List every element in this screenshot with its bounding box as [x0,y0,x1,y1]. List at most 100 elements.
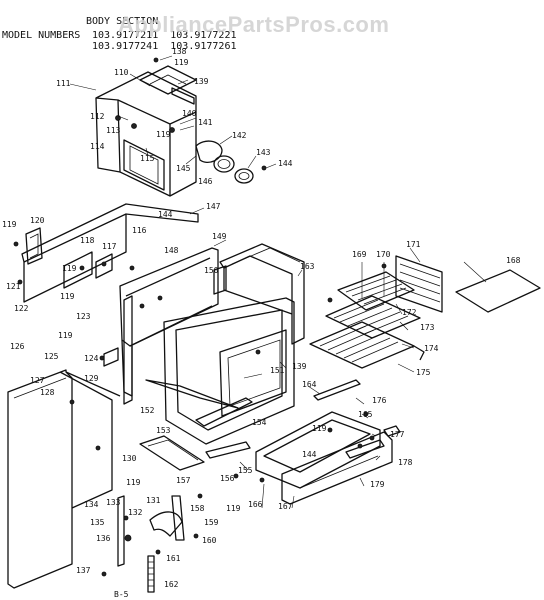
callout-151: 151 [270,366,285,375]
callout-153: 153 [156,426,171,435]
callout-140: 140 [182,109,197,118]
callout-178: 178 [398,458,413,467]
callout-124: 124 [84,354,99,363]
model-numbers-line-2: 103.9177241 103.9177261 [92,41,237,52]
callout-118: 118 [80,236,95,245]
callout-148: 148 [164,246,179,255]
callout-144-top: 144 [278,159,293,168]
screws-and-fasteners [99,297,375,483]
range-body-frame [103,247,219,405]
callout-168: 168 [506,256,521,265]
callout-132: 132 [128,508,143,517]
callout-115: 115 [140,154,155,163]
callout-145: 145 [176,164,191,173]
callout-121: 121 [6,282,21,291]
left-side-panel [7,369,121,589]
callout-173: 173 [420,323,435,332]
model-numbers-label: MODEL NUMBERS [2,30,81,41]
callout-169: 169 [352,250,367,259]
callout-135: 135 [90,518,105,527]
callout-130: 130 [122,454,137,463]
page-number: B-5 [114,590,129,599]
callout-137: 137 [76,566,91,575]
oven-racks-and-broiler [309,271,425,369]
callout-113: 113 [106,126,121,135]
callout-119-upper: 119 [156,130,171,139]
callout-129: 129 [84,374,99,383]
callout-179: 179 [370,480,385,489]
callout-152: 152 [140,406,155,415]
callout-166: 166 [248,500,263,509]
callout-119-rear: 119 [62,264,77,273]
callout-139-mid: 139 [292,362,307,371]
section-title: BODY SECTION [86,16,159,27]
callout-161: 161 [166,554,181,563]
oven-cavity-liner [213,243,305,345]
rack-support-assembly [361,255,443,313]
callout-131: 131 [146,496,161,505]
callout-158: 158 [190,504,205,513]
callout-136: 136 [96,534,111,543]
callout-176: 176 [372,396,387,405]
callout-146: 146 [198,177,213,186]
callout-119-rear-left: 119 [2,220,17,229]
callout-125: 125 [44,352,59,361]
callout-134: 134 [84,500,99,509]
callout-171: 171 [406,240,421,249]
callout-119-drawer: 119 [312,424,327,433]
callout-164: 164 [302,380,317,389]
callout-154: 154 [252,418,267,427]
cooktop-cover-panel [455,269,541,313]
callout-149: 149 [212,232,227,241]
callout-150: 150 [204,266,219,275]
callout-170: 170 [376,250,391,259]
callout-119-lower: 119 [58,331,73,340]
callout-159: 159 [204,518,219,527]
callout-177: 177 [390,430,405,439]
callout-119-side: 119 [60,292,75,301]
callout-142: 142 [232,131,247,140]
callout-138: 138 [172,47,187,56]
callout-leader-lines [69,55,487,509]
callout-122: 122 [14,304,29,313]
bottom-base-parts [139,379,251,471]
door-hinge-parts [101,493,203,593]
callout-167: 167 [278,502,293,511]
callout-156: 156 [220,474,235,483]
callout-147: 147 [206,202,221,211]
callout-119-top: 119 [174,58,189,67]
callout-128: 128 [40,388,55,397]
callout-116: 116 [132,226,147,235]
callout-163: 163 [300,262,315,271]
callout-120: 120 [30,216,45,225]
callout-144-mid: 144 [158,210,173,219]
callout-112: 112 [90,112,105,121]
callout-126: 126 [10,342,25,351]
rear-panel-assembly [13,203,199,303]
callout-155: 155 [238,466,253,475]
callout-174: 174 [424,344,439,353]
callout-119-base: 119 [126,478,141,487]
callout-139-top: 139 [194,77,209,86]
callout-123: 123 [76,312,91,321]
callout-144-drawer: 144 [302,450,317,459]
callout-114: 114 [90,142,105,151]
callout-133: 133 [106,498,121,507]
callout-119-hinge: 119 [226,504,241,513]
top-oven-liner-assembly [95,57,197,197]
callout-162: 162 [164,580,179,589]
watermark-text: AppliancePartsPros.com [118,12,390,37]
callout-127: 127 [30,376,45,385]
callout-160: 160 [202,536,217,545]
callout-143: 143 [256,148,271,157]
callout-141: 141 [198,118,213,127]
callout-117: 117 [102,242,117,251]
callout-157: 157 [176,476,191,485]
oven-light-parts [195,140,267,184]
model-numbers-line-1: 103.9177211 103.9177221 [92,30,237,41]
callout-172: 172 [402,308,417,317]
storage-drawer [255,379,401,505]
callout-111: 111 [56,79,71,88]
